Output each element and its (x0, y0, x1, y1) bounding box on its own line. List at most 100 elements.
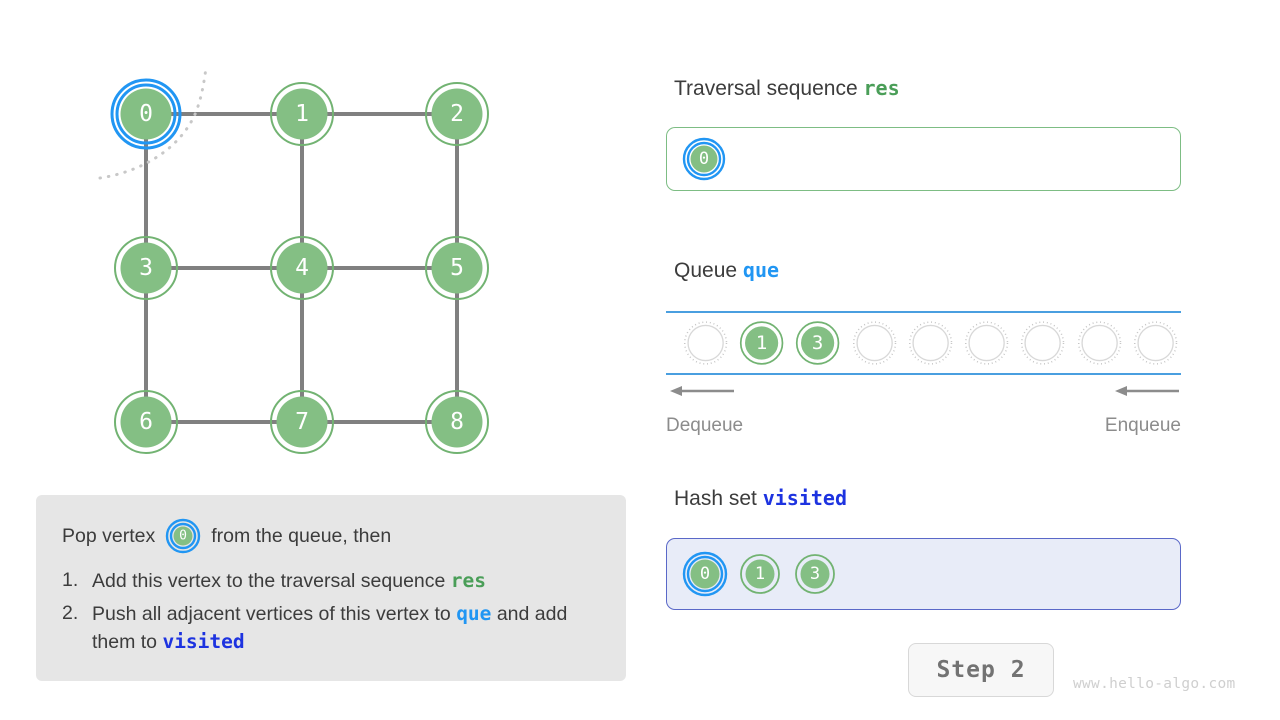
bfs-frontier-dotted-curve (98, 66, 208, 180)
visited-set-container: 0 1 3 (666, 538, 1181, 610)
vertex-body (276, 242, 328, 294)
vertex-label: 7 (295, 409, 309, 435)
vertex-label: 4 (295, 255, 309, 281)
empty-slot-outline (1077, 321, 1121, 365)
graph-vertex-5[interactable]: 5 (425, 236, 489, 300)
res-title-keyword: res (863, 76, 900, 100)
set-section-title: Hash set visited (674, 486, 847, 511)
empty-slot-inner-outline (687, 324, 724, 362)
empty-slot-outline (852, 321, 896, 365)
vertex-body (120, 88, 172, 140)
vertex-highlight-ring (110, 78, 182, 150)
empty-slot-inner-outline (1080, 324, 1118, 362)
vertex-label: 5 (450, 255, 464, 281)
set-title-keyword: visited (762, 486, 848, 510)
queue-title-keyword: que (742, 258, 780, 282)
queue-slot-empty (683, 321, 728, 365)
chip-body (745, 326, 779, 360)
graph-vertex-2[interactable]: 2 (425, 82, 489, 146)
chip-highlight-ring (166, 518, 201, 554)
vertex-label: 8 (450, 409, 464, 435)
vertex-label: 6 (139, 409, 153, 435)
queue-slot-empty (1077, 321, 1121, 365)
queue-section-title: Queue que (674, 258, 779, 283)
vertex-body (120, 242, 172, 294)
chip-highlight-ring (682, 137, 726, 181)
chip-label: 0 (179, 529, 187, 544)
caption-step-number: 1. (62, 569, 79, 591)
graph-vertex-8[interactable]: 8 (425, 390, 489, 454)
graph-vertex-3[interactable]: 3 (114, 236, 178, 300)
enqueue-label: Enqueue (1104, 415, 1181, 436)
vertex-body (431, 396, 483, 448)
graph-panel: 0 1 2 3 4 5 6 7 8 (0, 0, 620, 490)
watermark: www.hello-algo.com (1073, 676, 1236, 692)
visited-item: 0 (682, 551, 728, 597)
graph-vertex-0[interactable]: 0 (110, 78, 182, 150)
vertex-outer-ring (270, 82, 334, 146)
chip-body (801, 326, 835, 360)
visited-item: 1 (740, 554, 780, 594)
caption-step-text: Add this vertex to the traversal sequenc… (92, 569, 487, 592)
graph-vertex-4[interactable]: 4 (270, 236, 334, 300)
enqueue-arrow-icon (1115, 386, 1179, 396)
queue-slot-empty (852, 321, 896, 365)
empty-slot-outline (908, 321, 953, 365)
empty-slot-outline (965, 321, 1009, 365)
chip-label: 3 (810, 564, 820, 584)
queue-title-text: Queue (674, 259, 738, 282)
chip-highlight-ring (682, 551, 728, 597)
chip-label: 3 (812, 332, 823, 354)
chip-body (745, 559, 775, 589)
chip-label: 1 (755, 564, 765, 584)
vertex-outer-ring (114, 390, 178, 454)
vertex-body (276, 88, 328, 140)
res-item: 0 (682, 137, 726, 181)
graph-vertex-1[interactable]: 1 (270, 82, 334, 146)
caption-lead-before: Pop vertex (62, 524, 156, 547)
empty-slot-outline (683, 321, 728, 365)
vertex-outer-ring (270, 390, 334, 454)
caption-step-number: 2. (62, 601, 79, 624)
graph-vertices: 0 1 2 3 4 5 6 7 8 (110, 78, 489, 454)
queue-direction-labels: Dequeue Enqueue (666, 415, 1181, 437)
empty-slot-outline (1133, 321, 1177, 365)
chip-label: 0 (700, 564, 710, 584)
vertex-label: 0 (139, 101, 153, 127)
graph-edges (144, 112, 459, 424)
queue-slot-filled: 1 (740, 321, 784, 365)
queue-slot-empty (965, 321, 1009, 365)
chip-highlight-inner-ring (170, 522, 197, 550)
queue-rail-bottom (666, 373, 1181, 375)
graph-vertex-7[interactable]: 7 (270, 390, 334, 454)
caption-keyword-2: visited (162, 630, 245, 654)
step-badge: Step 2 (908, 643, 1054, 697)
res-title-text: Traversal sequence (674, 77, 858, 100)
caption-step-text: Push all adjacent vertices of this verte… (92, 601, 568, 654)
vertex-outer-ring (425, 82, 489, 146)
vertex-label: 3 (139, 255, 153, 281)
queue-slot-empty (908, 321, 953, 365)
caption-box: Pop vertex 0 from the queue, then 1.Add … (36, 495, 626, 682)
caption-step-list: 1. Add this vertex to the traversal seque… (62, 567, 600, 657)
empty-slot-inner-outline (1137, 324, 1174, 362)
chip-label: 0 (699, 149, 709, 169)
vertex-body (120, 396, 172, 448)
vertex-outer-ring (425, 390, 489, 454)
queue-direction-arrows (670, 386, 1179, 396)
empty-slot-inner-outline (1024, 324, 1062, 362)
graph-canvas: 0 1 2 3 4 5 6 7 8 (98, 66, 489, 454)
empty-slot-inner-outline (968, 324, 1005, 362)
caption-step-item: 1. Add this vertex to the traversal seque… (62, 567, 600, 596)
graph-vertex-6[interactable]: 6 (114, 390, 178, 454)
empty-slot-outline (1021, 321, 1065, 365)
vertex-outer-ring (425, 236, 489, 300)
caption-step-item: 2. Push all adjacent vertices of this ver… (62, 600, 600, 657)
caption-inline-vertex-0: 0 (164, 517, 202, 555)
chip-outer-ring (740, 554, 780, 594)
chip-body (173, 526, 193, 546)
vertex-label: 1 (295, 101, 309, 127)
chip-body (690, 559, 720, 589)
res-section-title: Traversal sequence res (674, 76, 900, 101)
